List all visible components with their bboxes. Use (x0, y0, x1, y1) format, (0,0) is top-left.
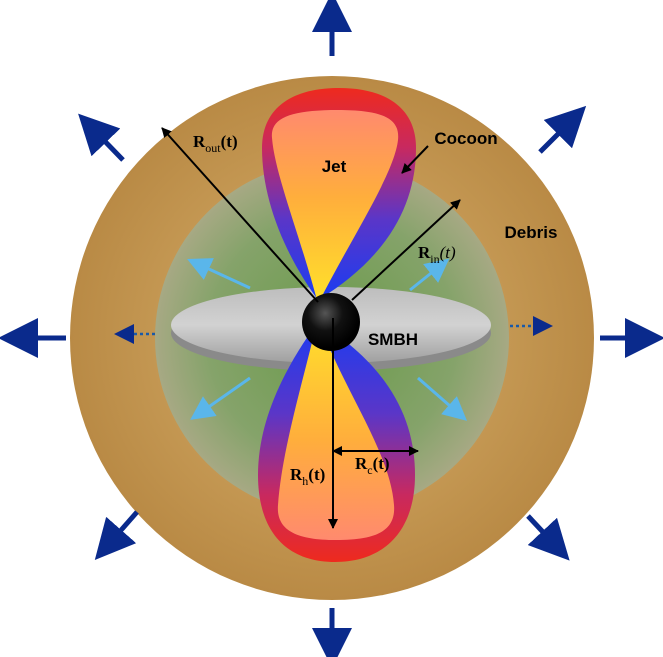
r-h-label: Rh(t) (290, 465, 325, 488)
debris-label: Debris (505, 223, 558, 242)
inner-outflow-arrows (187, 258, 468, 421)
r-in-line (351, 199, 461, 301)
cocoon-pointer (401, 145, 429, 174)
black-hole (302, 293, 360, 351)
outflow-arrow-downright (526, 514, 570, 561)
r-out-line (161, 127, 319, 303)
cocoon-label: Cocoon (434, 129, 497, 148)
jet-label: Jet (322, 157, 347, 176)
smbh-label: SMBH (368, 330, 418, 349)
outflow-arrow-downleft (94, 510, 139, 561)
jet-bottom (277, 318, 395, 540)
r-c-label: Rc(t) (355, 454, 390, 477)
disk-wind-arrows (114, 316, 553, 344)
r-in-label: Rin(t) (418, 243, 456, 266)
outflow-arrow-upright (538, 105, 587, 154)
outflow-arrow-upleft (78, 113, 125, 162)
jet-top (271, 110, 399, 304)
r-out-label: Rout(t) (193, 132, 238, 155)
